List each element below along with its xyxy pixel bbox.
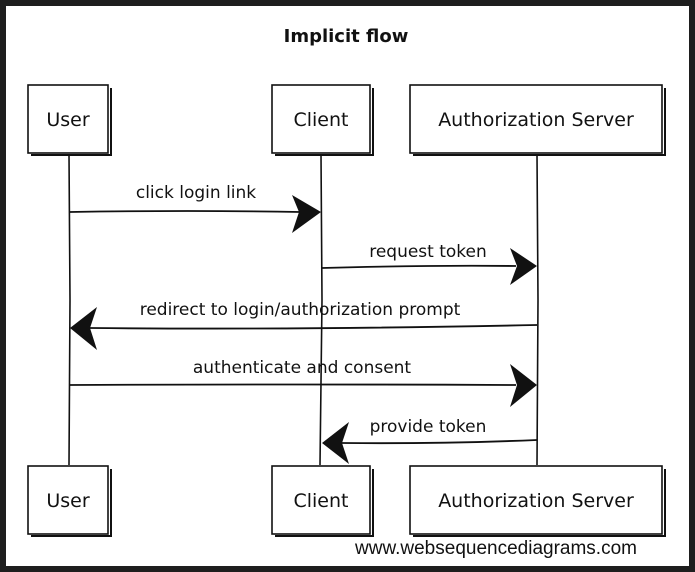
diagram-title: Implicit flow <box>284 26 409 47</box>
message-label: click login link <box>136 183 256 203</box>
message-label: authenticate and consent <box>193 358 412 378</box>
arrowhead-left <box>70 307 97 350</box>
lifeline-client <box>319 153 323 466</box>
participant-label: Client <box>293 490 348 512</box>
participant-label: Authorization Server <box>438 109 634 131</box>
participant-label: Client <box>293 109 348 131</box>
arrowhead-right <box>292 195 321 233</box>
participant-auth-bottom: Authorization Server <box>409 465 666 537</box>
lifeline-user <box>68 153 71 466</box>
watermark: www.websequencediagrams.com <box>355 538 637 559</box>
message-authenticate-consent: authenticate and consent <box>69 358 537 407</box>
participant-label: User <box>46 109 89 131</box>
participant-label: Authorization Server <box>438 490 634 512</box>
participant-user-bottom: User <box>27 465 112 537</box>
message-label: redirect to login/authorization prompt <box>140 300 461 320</box>
arrowhead-right <box>510 248 537 285</box>
participant-client-top: Client <box>271 84 374 156</box>
message-request-token: request token <box>321 242 537 285</box>
lifeline-auth <box>536 153 539 466</box>
message-click-login-link: click login link <box>69 183 321 233</box>
participant-user-top: User <box>27 84 112 156</box>
message-redirect-login: redirect to login/authorization prompt <box>70 300 538 350</box>
message-provide-token: provide token <box>322 417 538 464</box>
participant-label: User <box>46 490 89 512</box>
message-label: provide token <box>370 417 487 437</box>
arrowhead-right <box>510 364 537 407</box>
arrowhead-left <box>322 422 349 464</box>
participant-auth-top: Authorization Server <box>409 84 666 156</box>
participant-client-bottom: Client <box>271 465 374 537</box>
message-label: request token <box>369 242 487 262</box>
